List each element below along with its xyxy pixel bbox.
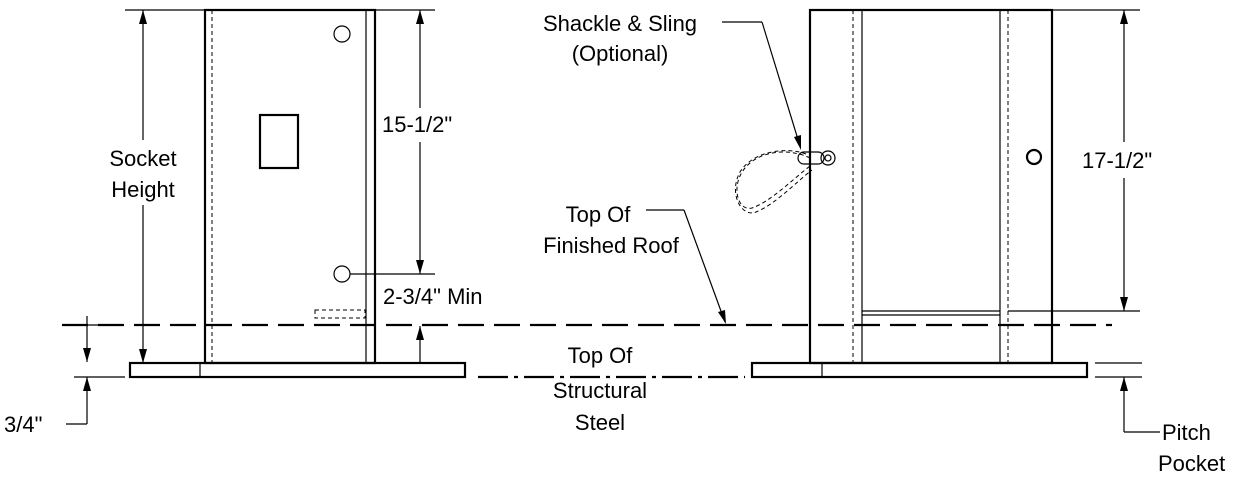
sling-loop xyxy=(736,151,811,209)
pitch-label-2: Pocket xyxy=(1158,451,1225,476)
pitch-label-1: Pitch xyxy=(1162,420,1211,445)
dim-15-half: 15-1/2" xyxy=(350,9,452,275)
roof-label-2: Finished Roof xyxy=(543,233,680,258)
pitch-pocket-callout: Pitch Pocket xyxy=(1095,362,1225,476)
shackle-label-1: Shackle & Sling xyxy=(543,11,697,36)
top-bolt-hole xyxy=(333,25,351,43)
dim-3-4: 3/4" xyxy=(4,316,125,437)
dim-15-half-label: 15-1/2" xyxy=(382,112,452,137)
shackle-pin xyxy=(797,151,825,165)
right-base-plate xyxy=(750,361,1089,379)
bottom-bolt-hole xyxy=(333,265,351,283)
right-socket xyxy=(750,8,1089,379)
shackle-eye xyxy=(820,150,836,166)
left-base-plate xyxy=(128,361,467,379)
socket-height-dimension: Socket Height xyxy=(109,9,205,363)
left-socket-window xyxy=(258,113,300,170)
roof-label-1: Top Of xyxy=(566,202,632,227)
dim-2-3-4-min-label: 2-3/4" Min xyxy=(383,284,483,309)
right-socket-body xyxy=(808,8,1054,365)
right-bolt-hole xyxy=(1025,148,1043,166)
dim-17-half-label: 17-1/2" xyxy=(1082,148,1152,173)
dim-17-half: 17-1/2" xyxy=(1008,9,1152,312)
socket-height-label-2: Height xyxy=(111,177,175,202)
hidden-slot xyxy=(314,309,366,319)
steel-label-2: Structural xyxy=(553,378,647,403)
steel-label-1: Top Of xyxy=(568,343,634,368)
left-socket-body xyxy=(203,8,377,365)
dim-3-4-label: 3/4" xyxy=(4,412,42,437)
finished-roof-line: Top Of Finished Roof xyxy=(62,202,1112,327)
dim-2-3-4-min: 2-3/4" Min xyxy=(383,284,483,362)
steel-label-3: Steel xyxy=(575,410,625,435)
structural-steel-line: Top Of Structural Steel xyxy=(478,343,745,435)
socket-height-label-1: Socket xyxy=(109,146,176,171)
left-socket xyxy=(128,8,467,379)
shackle-sling: Shackle & Sling (Optional) xyxy=(543,11,836,214)
shackle-label-2: (Optional) xyxy=(572,41,669,66)
